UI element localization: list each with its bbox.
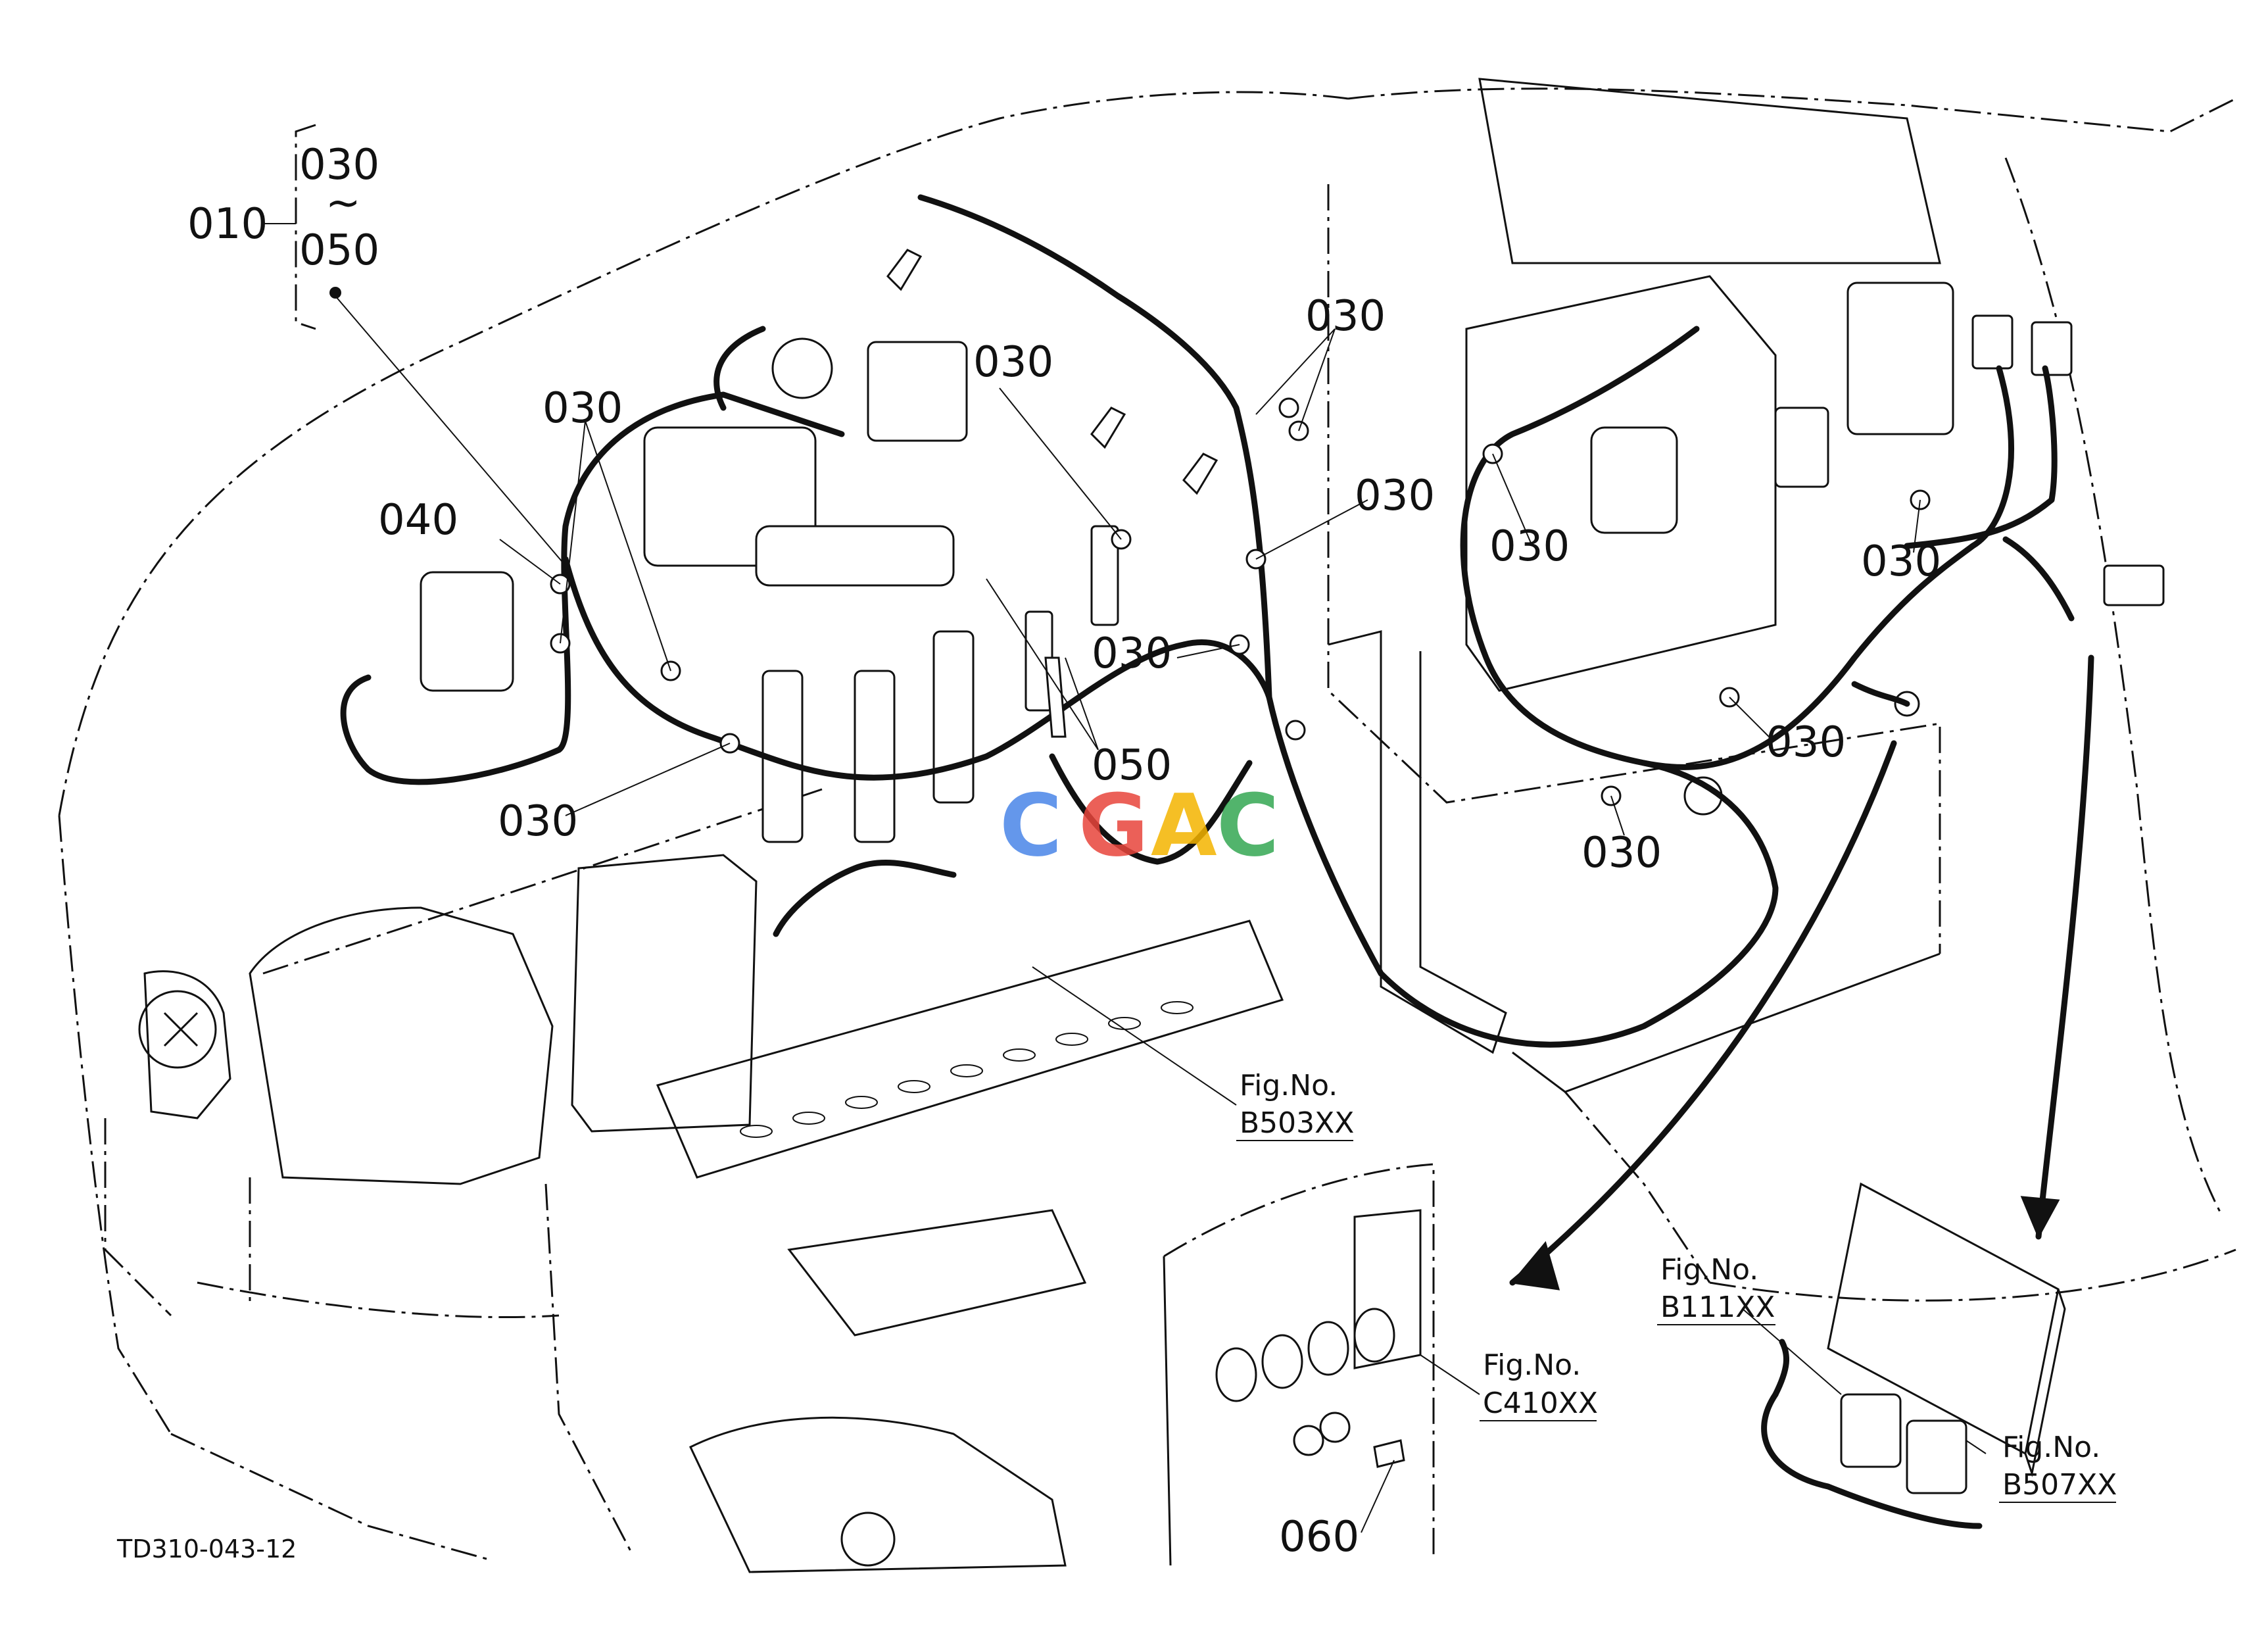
group-label-010: 010	[187, 200, 268, 249]
range-end-label: 050	[299, 226, 379, 275]
tractor-hood-outline	[58, 91, 1349, 1560]
fig-ref-b503-code[interactable]: B503XX	[1240, 1106, 1354, 1140]
watermark-letter-4: C	[1217, 775, 1279, 875]
fig-ref-c410-label: Fig.No.	[1483, 1348, 1581, 1382]
callout-030-mid-right: 030	[1355, 472, 1435, 520]
callout-060: 060	[1279, 1513, 1359, 1561]
chassis-frame-outline	[1327, 78, 2236, 1302]
callout-030-ecu: 030	[1861, 537, 1941, 586]
harness-clamps	[550, 397, 1931, 806]
relay-bracket-inset	[1761, 1182, 2066, 1529]
range-start-label: 030	[299, 141, 379, 189]
engine-lower-outline	[656, 920, 1284, 1573]
callout-030-frame: 030	[1489, 522, 1570, 571]
engine-components	[420, 282, 2165, 843]
watermark-letter-1: C	[1000, 775, 1062, 875]
drawing-part-code: TD310-043-12	[116, 1535, 297, 1563]
fig-ref-b503-label: Fig.No.	[1240, 1069, 1338, 1102]
fig-ref-b111-code[interactable]: B111XX	[1660, 1291, 1775, 1324]
watermark-logo: C G A C	[1000, 775, 1279, 875]
fig-ref-c410-code[interactable]: C410XX	[1483, 1387, 1598, 1420]
perforated-heat-shield	[740, 1001, 1194, 1138]
callout-030-floor: 030	[1581, 829, 1662, 877]
callout-040: 040	[378, 496, 458, 545]
fig-ref-b507-code[interactable]: B507XX	[2002, 1468, 2117, 1502]
detail-arrows	[1509, 654, 2094, 1291]
callout-030-left-bottom: 030	[498, 797, 578, 846]
ground-bolt-inset	[1163, 1163, 1435, 1566]
watermark-letter-2: G	[1078, 775, 1149, 875]
callout-030-center: 030	[973, 338, 1053, 387]
fig-ref-b507-label: Fig.No.	[2002, 1431, 2100, 1464]
watermark-letter-3: A	[1151, 775, 1217, 875]
leader-lines	[335, 295, 1987, 1533]
callout-030-left-top: 030	[543, 384, 623, 433]
callout-030-mid: 030	[1092, 629, 1172, 678]
callout-050: 050	[1092, 741, 1172, 790]
range-tilde: ~	[326, 179, 361, 228]
glow-plugs	[886, 249, 1218, 738]
callout-030-lower-right: 030	[1766, 718, 1846, 767]
group-bracket	[263, 124, 341, 330]
callout-030-top-right: 030	[1305, 292, 1386, 341]
fig-ref-b111-label: Fig.No.	[1660, 1253, 1758, 1287]
